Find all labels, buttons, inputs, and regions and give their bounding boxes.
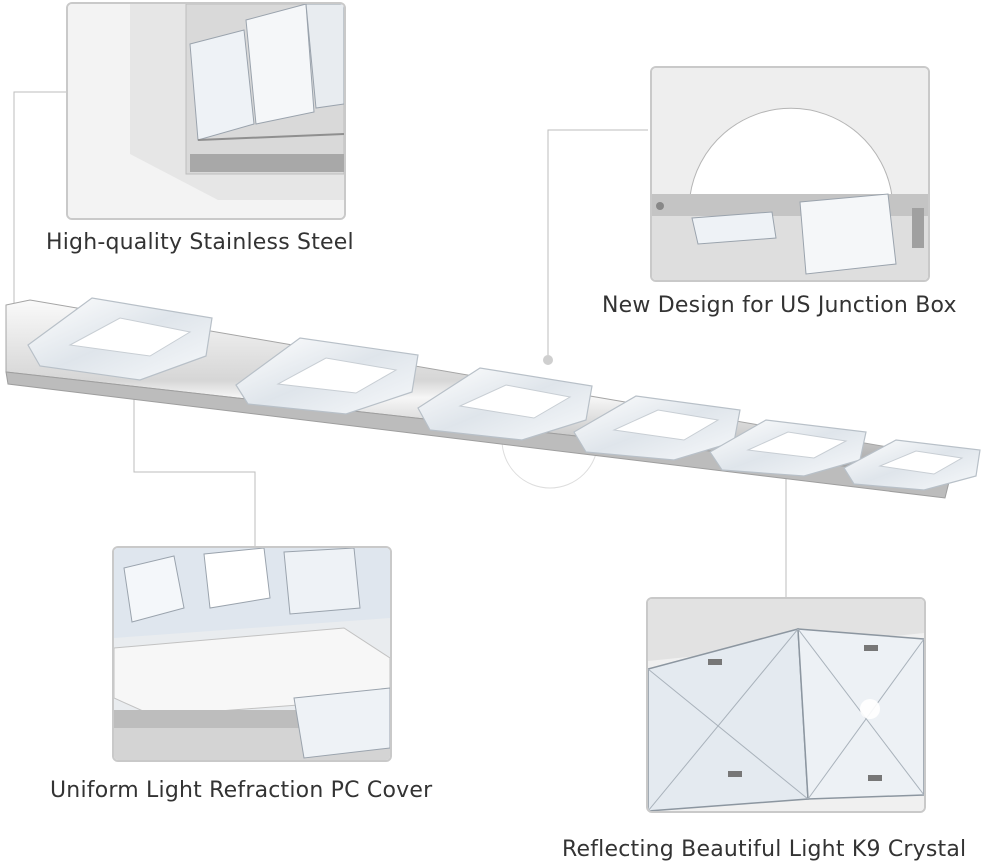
inset-k9-crystal (646, 597, 926, 813)
inset-junction-box (650, 66, 930, 282)
pc-cover-closeup (114, 548, 390, 760)
caption-stainless-steel: High-quality Stainless Steel (46, 230, 354, 255)
crystal-head-3 (417, 367, 593, 441)
stainless-steel-closeup (68, 4, 344, 218)
inset-stainless-steel (66, 2, 346, 220)
crystal-head-6 (843, 439, 981, 491)
caption-junction-box: New Design for US Junction Box (602, 293, 957, 318)
crystal-head-1 (27, 297, 213, 381)
inset-pc-cover (112, 546, 392, 762)
crystal-head-2 (235, 337, 419, 415)
crystal-head-5 (709, 419, 867, 477)
caption-pc-cover: Uniform Light Refraction PC Cover (50, 778, 433, 803)
k9-crystal-closeup (648, 599, 924, 811)
junction-box-closeup (652, 68, 928, 280)
caption-k9-crystal: Reflecting Beautiful Light K9 Crystal (562, 837, 967, 862)
crystal-head-4 (573, 395, 741, 461)
